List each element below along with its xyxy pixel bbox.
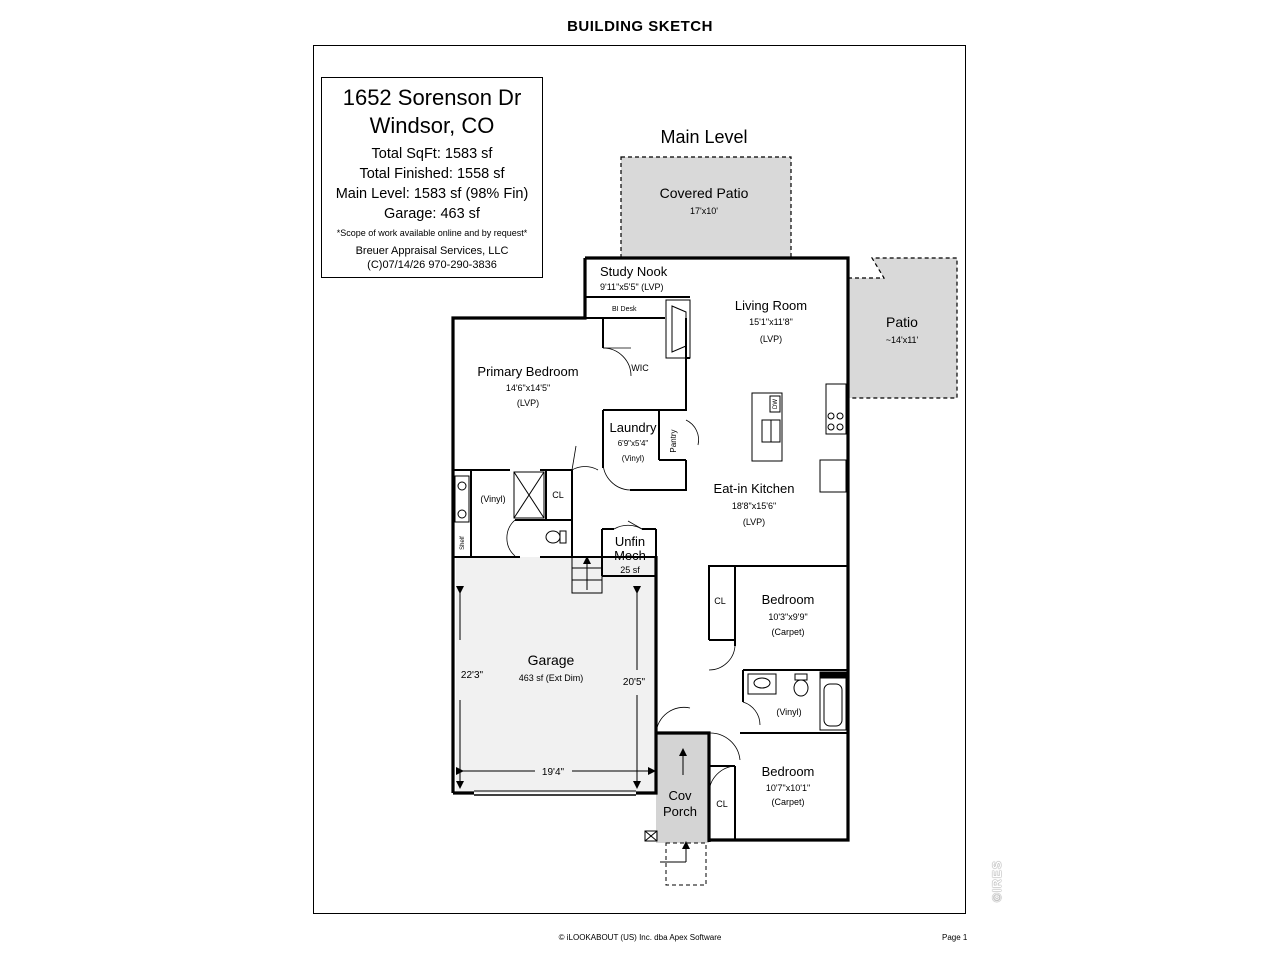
address-line2: Windsor, CO	[369, 113, 495, 138]
kitchen-floor: (LVP)	[743, 517, 765, 527]
page-number: Page 1	[942, 933, 968, 942]
footer-credit: © iLOOKABOUT (US) Inc. dba Apex Software	[558, 933, 722, 942]
garage-steps	[571, 556, 603, 594]
wic-label: WIC	[631, 363, 649, 373]
scope-note: *Scope of work available online and by r…	[336, 228, 528, 238]
ires-watermark: ©IRES	[990, 860, 1004, 902]
fixtures	[454, 299, 847, 842]
bedroom3-closet: CL	[716, 799, 728, 809]
garage-dim-right: 20'5"	[623, 677, 646, 688]
primary-bedroom-dims: 14'6"x14'5"	[506, 383, 550, 393]
sketch-frame	[313, 45, 966, 914]
living-room-floor: (LVP)	[760, 334, 782, 344]
mech-label-2: Mech	[614, 548, 646, 563]
porch-step	[665, 842, 707, 886]
copyright-line: (C)07/14/26 970-290-3836	[367, 259, 497, 271]
fridge	[819, 459, 847, 493]
dw-label: DW	[773, 399, 779, 409]
study-nook-dims: 9'11"x5'5" (LVP)	[600, 282, 664, 292]
shelf-label: Shelf	[460, 536, 466, 550]
garage-floor	[456, 557, 655, 793]
living-room-label: Living Room	[735, 298, 807, 313]
laundry-floor: (Vinyl)	[622, 454, 645, 463]
bedroom3-dims: 10'7"x10'1"	[766, 783, 810, 793]
bedroom2-floor: (Carpet)	[771, 627, 804, 637]
page-title: BUILDING SKETCH	[567, 18, 713, 35]
kitchen-label: Eat-in Kitchen	[714, 481, 795, 496]
exterior-walls	[451, 256, 850, 842]
covered-patio-area	[620, 156, 792, 259]
main-level-area: Main Level: 1583 sf (98% Fin)	[335, 186, 529, 202]
garage-label: Garage	[528, 652, 575, 668]
mech-label-1: Unfin	[615, 534, 645, 549]
fireplace	[665, 299, 691, 359]
level-title: Main Level	[660, 127, 747, 147]
mech-area: 25 sf	[620, 565, 640, 575]
address-line1: 1652 Sorenson Dr	[342, 85, 522, 110]
covered-patio-dims: 17'x10'	[690, 206, 718, 216]
property-info-box: 1652 Sorenson Dr Windsor, CO Total SqFt:…	[321, 77, 543, 278]
patio-label: Patio	[886, 314, 918, 330]
garage-dimensions	[456, 586, 656, 789]
total-sqft: Total SqFt: 1583 sf	[371, 146, 493, 162]
garage-dim-bottom: 19'4"	[542, 767, 565, 778]
toilet-hall	[793, 679, 809, 697]
bedroom2-closet: CL	[714, 596, 726, 606]
garage-area-label: 463 sf (Ext Dim)	[519, 673, 584, 683]
pantry-label: Pantry	[669, 429, 678, 452]
covered-patio-label: Covered Patio	[660, 185, 749, 201]
kitchen-island	[751, 392, 783, 462]
entry-arrows	[660, 748, 690, 863]
bedroom3-floor: (Carpet)	[771, 797, 804, 807]
hall-bath-floor: (Vinyl)	[776, 707, 801, 717]
door-swings	[506, 347, 761, 793]
living-room-dims: 15'1"x11'8"	[749, 317, 793, 327]
garage-area: Garage: 463 sf	[384, 206, 480, 222]
bedroom3-label: Bedroom	[762, 764, 815, 779]
company-name: Breuer Appraisal Services, LLC	[355, 245, 509, 257]
kitchen-dims: 18'8"x15'6"	[732, 501, 776, 511]
laundry-label: Laundry	[610, 420, 657, 435]
patio-dims: ~14'x11'	[886, 335, 919, 345]
toilet	[545, 530, 561, 544]
bedroom2-label: Bedroom	[762, 592, 815, 607]
primary-bath-floor: (Vinyl)	[480, 494, 505, 504]
cov-porch-label-2: Porch	[663, 804, 697, 819]
desk-label: BI Desk	[612, 306, 637, 313]
primary-closet-label: CL	[552, 490, 564, 500]
garage-dim-left: 22'3"	[461, 670, 484, 681]
total-finished: Total Finished: 1558 sf	[359, 166, 505, 182]
shower	[513, 471, 545, 519]
study-nook-label: Study Nook	[600, 264, 668, 279]
primary-bedroom-label: Primary Bedroom	[477, 364, 578, 379]
laundry-dims: 6'9"x5'4"	[618, 439, 649, 448]
cov-porch-label-1: Cov	[668, 788, 692, 803]
primary-bedroom-floor: (LVP)	[517, 398, 539, 408]
bedroom2-dims: 10'3"x9'9"	[768, 612, 807, 622]
range	[825, 383, 847, 435]
